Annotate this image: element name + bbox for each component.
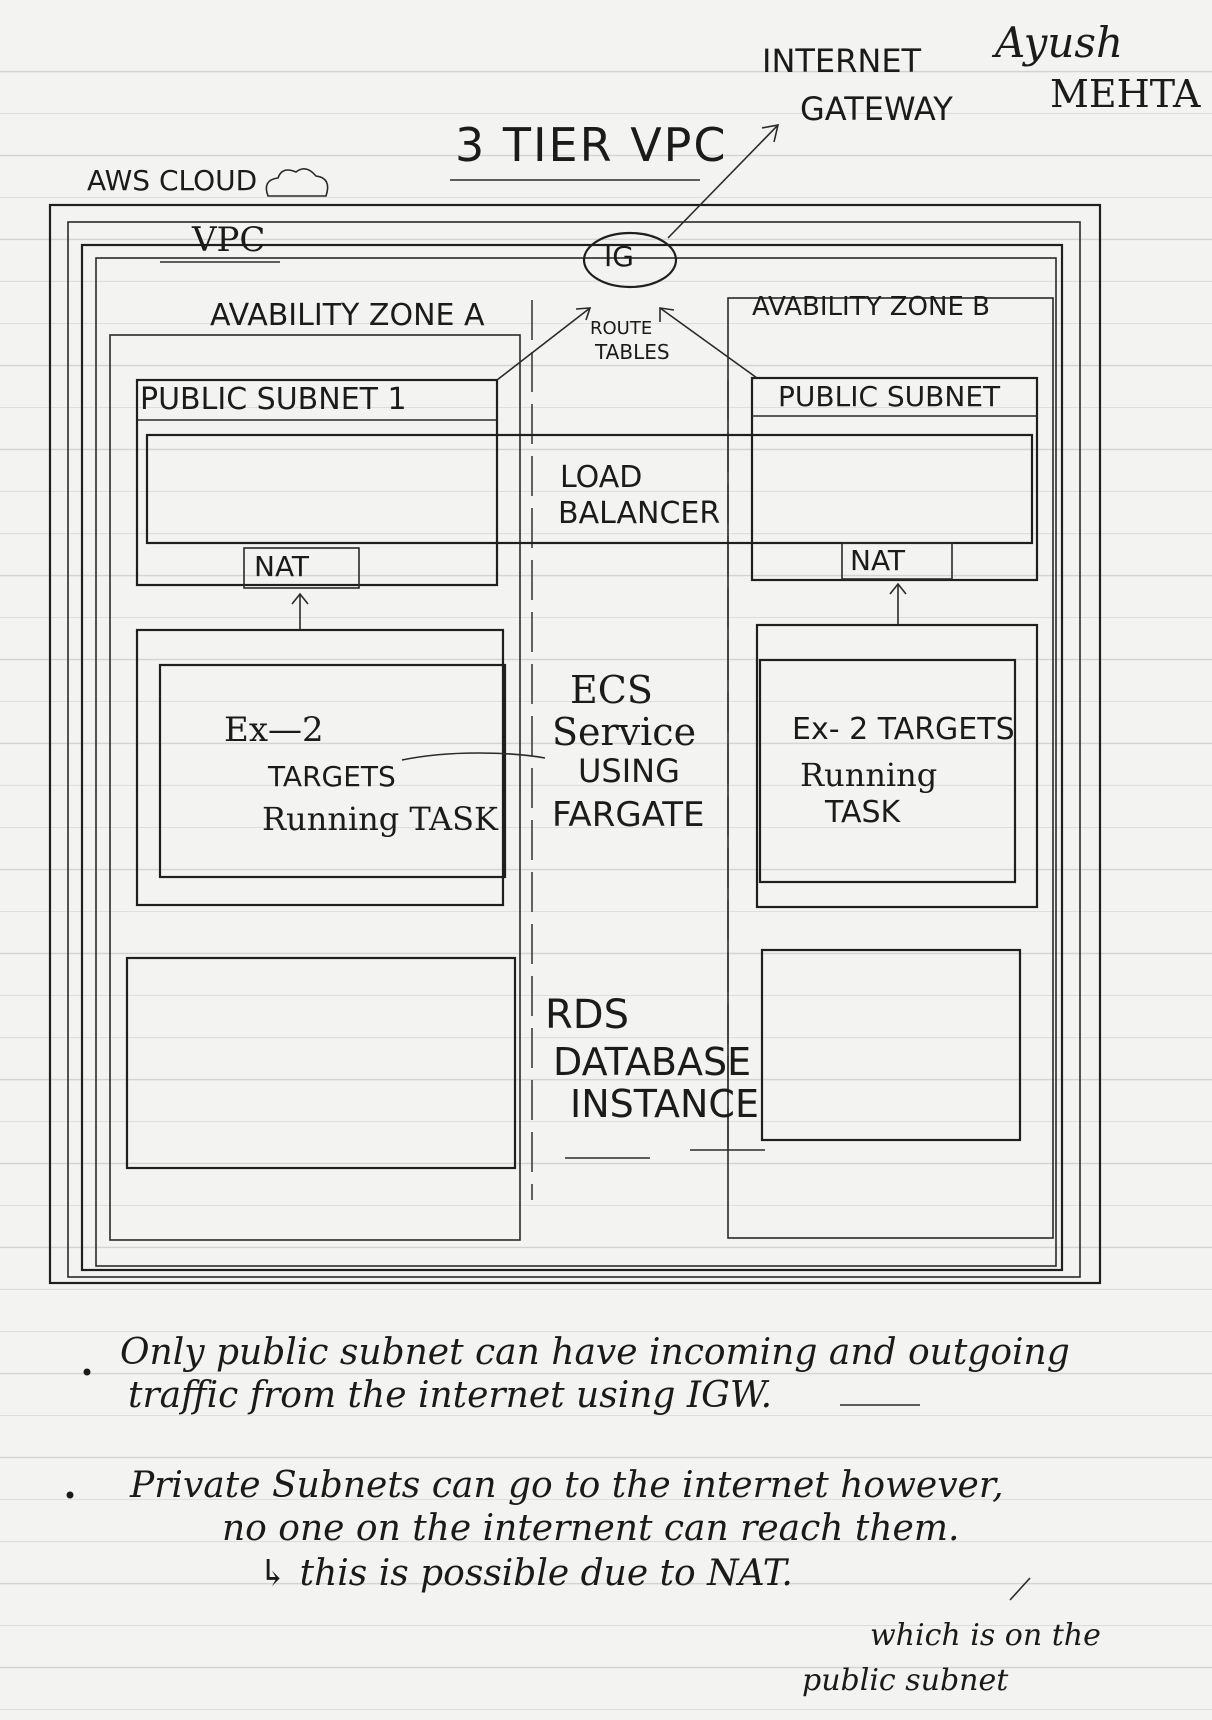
note-2-line-5: public subnet [802, 1663, 1009, 1698]
public-subnet-b-label: PUBLIC SUBNET [778, 380, 1001, 413]
az-b-label: AVABILITY ZONE B [752, 292, 990, 322]
data-subnet-a [125, 956, 517, 1170]
note-2-line-2: no one on the internent can reach them. [222, 1508, 960, 1549]
internet-gateway-label-line1: INTERNET [762, 42, 922, 80]
targets-connector [401, 752, 546, 761]
route-arrow-left [496, 307, 591, 381]
aws-cloud-frame [48, 203, 1102, 1285]
public-subnet-b-box [750, 376, 1039, 582]
task-b-label-line2: Running [800, 756, 938, 794]
igw-label: IG [604, 240, 634, 273]
note-arrow [1009, 1577, 1031, 1601]
route-tables-label-line2: TABLES [595, 340, 670, 364]
task-b-label-line1: Ex- 2 TARGETS [792, 712, 1015, 747]
ecs-label-line3: USING [578, 752, 680, 790]
task-a-label-line1: Ex—2 [224, 710, 324, 750]
note-2-line-1: Private Subnets can go to the internet h… [130, 1465, 1004, 1506]
load-balancer-band [145, 433, 1034, 545]
public-subnet-1-box [135, 378, 499, 587]
cloud-icon [265, 168, 329, 197]
bullet-1-dot [83, 1368, 91, 1376]
private-app-subnet-b-inner [758, 658, 1017, 884]
load-balancer-label-line2: BALANCER [558, 496, 721, 531]
igw-to-internet-arrow [667, 124, 779, 239]
private-app-subnet-a-inner [158, 663, 507, 879]
private-app-subnet-a-outer [135, 628, 505, 907]
task-b-label-line3: TASK [825, 795, 901, 830]
nat-a-box [243, 547, 360, 589]
bullet-2-dot [66, 1491, 74, 1499]
nat-a-label: NAT [254, 550, 310, 583]
ecs-label-line2: Service [552, 710, 697, 754]
ecs-label-line1: ECS [570, 668, 653, 712]
rds-label-line3: INSTANCE [570, 1082, 759, 1126]
igw-to-internet-arrowhead [761, 123, 780, 143]
route-arrow-left-head [575, 307, 592, 321]
note-1-line-1: Only public subnet can have incoming and… [120, 1332, 1070, 1373]
task-a-label-line2: TARGETS [268, 760, 396, 793]
load-balancer-label-line1: LOAD [560, 460, 643, 495]
note-2-line-3: ↳ this is possible due to NAT. [258, 1553, 793, 1594]
data-subnet-b [760, 948, 1022, 1142]
author-first-name: Ayush [995, 18, 1124, 67]
route-arrow-right-head [659, 307, 675, 322]
task-a-label-line3: Running TASK [262, 800, 498, 838]
vpc-frame [80, 243, 1064, 1272]
nat-b-arrowhead [889, 582, 907, 595]
public-subnet-1-label: PUBLIC SUBNET 1 [140, 382, 407, 417]
az-a-frame [109, 334, 521, 1241]
note-1-line-2: traffic from the internet using IGW. [128, 1375, 773, 1416]
nat-b-label: NAT [850, 544, 906, 577]
aws-cloud-inner-frame [67, 221, 1081, 1278]
rds-label-line1: RDS [545, 992, 629, 1038]
vpc-inner-frame [95, 257, 1057, 1267]
note-2-line-4: which is on the [870, 1618, 1101, 1653]
internet-gateway-label-line2: GATEWAY [800, 90, 953, 128]
rds-label-line2: DATABASE [553, 1040, 752, 1084]
vpc-label: VPC [192, 220, 266, 260]
page-title: 3 TIER VPC [455, 118, 728, 172]
igw-node [582, 231, 678, 289]
author-last-name: MEHTA [1050, 72, 1201, 116]
route-arrow-right [659, 307, 758, 379]
nat-b-box [841, 542, 953, 580]
az-a-label: AVABILITY ZONE A [210, 298, 485, 333]
aws-cloud-label: AWS CLOUD [87, 164, 258, 197]
route-tables-label-line1: ROUTE [590, 318, 653, 339]
private-app-subnet-b-outer [755, 623, 1039, 909]
nat-a-arrowhead [291, 592, 309, 605]
ecs-label-line4: FARGATE [552, 795, 705, 835]
